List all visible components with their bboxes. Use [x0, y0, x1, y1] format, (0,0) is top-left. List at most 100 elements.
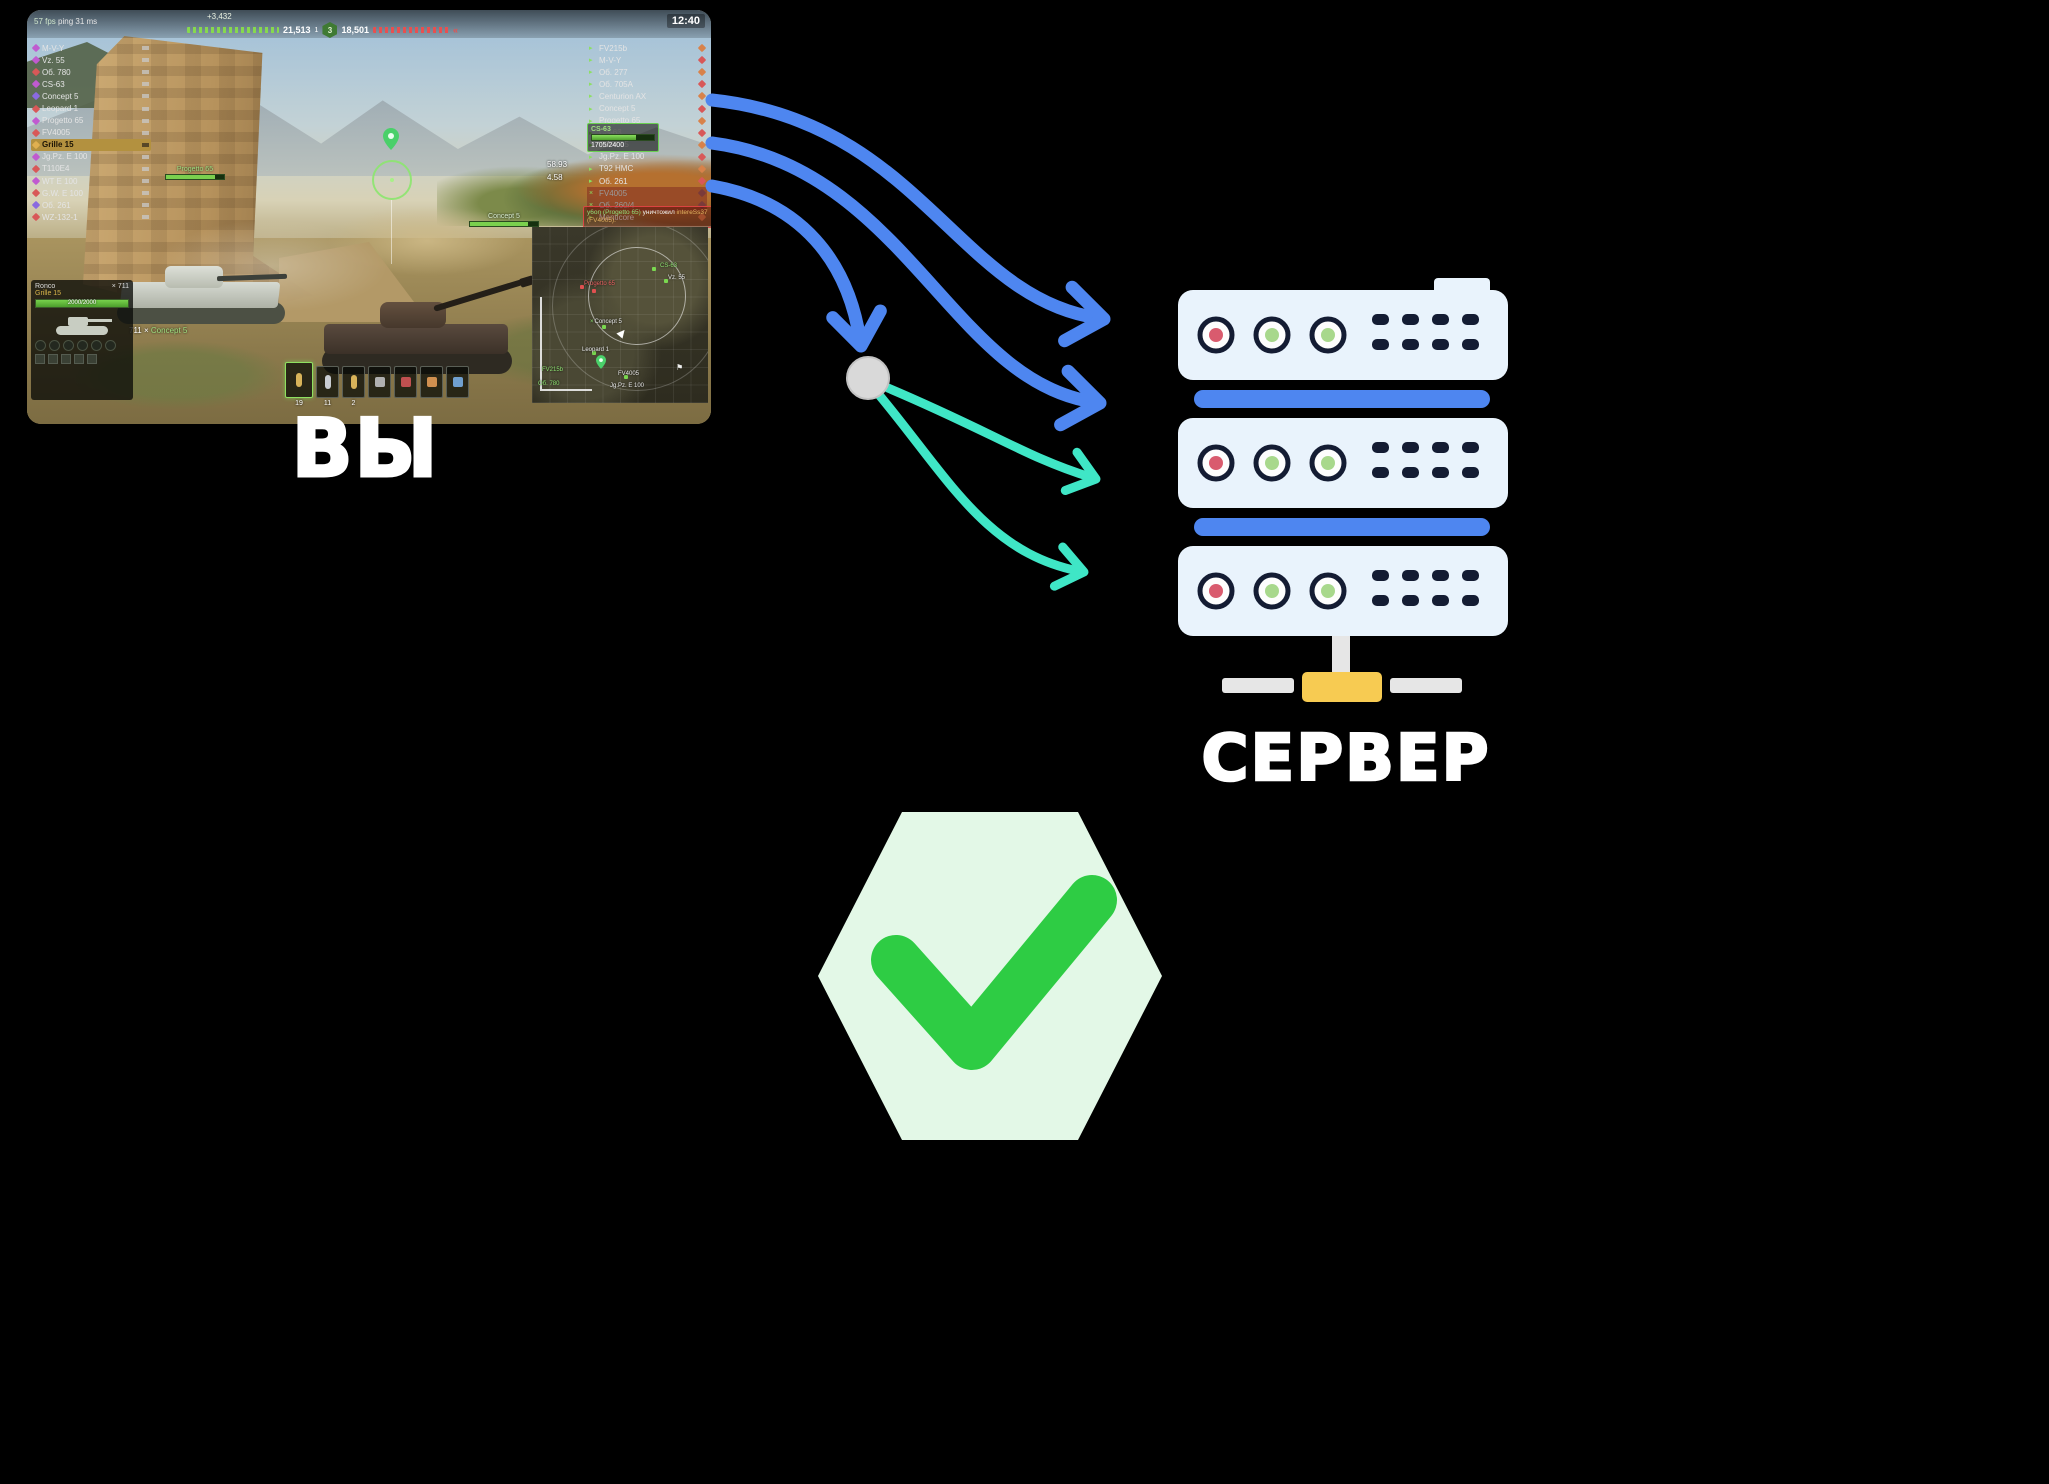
class-icon	[31, 188, 41, 198]
class-icon	[31, 164, 41, 174]
spotted-icon: ▸	[589, 153, 593, 161]
relay-node	[846, 356, 890, 400]
class-icon	[697, 188, 707, 198]
player-nickname: Ronco	[35, 283, 56, 290]
enemy-frag-ticks	[372, 27, 449, 33]
led-green	[1321, 584, 1335, 598]
hexagon-shape	[818, 812, 1162, 1140]
class-icon	[31, 104, 41, 113]
accent-bar-2	[1194, 518, 1490, 536]
ally-tank-light	[117, 258, 288, 324]
roster-row: ▸Concept 5	[587, 102, 707, 114]
spotted-icon: ▸	[589, 165, 593, 173]
roster-row: ▸T92 HMC	[587, 163, 707, 175]
check-icon	[871, 875, 1117, 1070]
player-vehicle: Grille 15	[35, 290, 62, 297]
spotted-icon: ▸	[589, 69, 593, 77]
roster-row: ▸Об. 261	[587, 175, 707, 187]
blue-arrow-2-head	[1054, 364, 1107, 432]
shell-icon	[324, 375, 331, 389]
roster-row: WT E 100	[31, 175, 151, 187]
class-icon	[697, 152, 707, 162]
roster-row-player: Grille 15	[31, 138, 151, 151]
aim-distance: 58.93	[547, 160, 568, 169]
minimap: CS-63 Vz. 55 Progetto 65 ×Concept 5 Leop…	[532, 227, 708, 403]
roster-row: ▸FV215b	[587, 42, 707, 54]
player-tank	[322, 262, 536, 374]
consumable-icon	[452, 377, 463, 387]
vehicle-type-icon	[142, 58, 149, 63]
view-range-circle	[588, 247, 686, 345]
class-icon	[31, 43, 41, 53]
class-icon	[31, 92, 41, 101]
roster-row: WZ-132-1	[31, 211, 151, 223]
class-icon	[697, 164, 707, 174]
ally-dot	[592, 351, 596, 355]
vehicle-type-icon	[142, 179, 149, 184]
ammo-slot: 11	[316, 366, 339, 407]
shell-icon	[350, 375, 357, 389]
roster-row-dead: ×FV4005	[587, 187, 707, 200]
vehicle-type-icon	[142, 166, 149, 171]
class-icon	[697, 104, 707, 113]
spotted-icon: ▸	[589, 93, 593, 101]
roster-row: ▸M-V-Y	[587, 54, 707, 66]
blue-arrow-3	[705, 179, 867, 347]
tank-silhouette-icon	[56, 317, 112, 335]
vent-dots	[1372, 570, 1479, 606]
vehicle-type-icon	[142, 82, 149, 87]
aim-line	[391, 200, 392, 264]
fps-value: 57 fps	[34, 17, 56, 26]
player-hp-bar: 2000/2000	[35, 299, 129, 308]
spotted-icon: ▸	[589, 105, 593, 113]
minimap-pin-icon	[596, 355, 606, 369]
roster-row: M-V-Y	[31, 42, 151, 54]
class-icon	[697, 43, 707, 53]
class-icon	[31, 176, 41, 186]
roster-row: ▸Centurion AX	[587, 90, 707, 102]
target-marker: Concept 5	[469, 213, 539, 227]
class-icon	[31, 140, 41, 150]
spotted-icon: ▸	[589, 117, 593, 125]
roster-row: ▸Manticore	[587, 211, 707, 223]
roster-row: ▸Jg.Pz. E 100	[587, 151, 707, 163]
class-icon	[31, 80, 41, 89]
target-hp-bar	[591, 134, 655, 141]
ally-hp-bar	[165, 174, 225, 180]
kill-feed: y6on (Progetto 65) уничтожил intereSs37 …	[583, 206, 711, 229]
vehicle-type-icon	[142, 94, 149, 99]
led-green	[1265, 328, 1279, 342]
connector-hub	[1302, 672, 1382, 702]
teal-arrow-2-head	[1049, 542, 1089, 591]
blue-arrow-1	[705, 93, 1105, 325]
target-name: CS-63	[591, 126, 611, 133]
vehicle-type-icon	[142, 118, 149, 123]
server-unit-2	[1178, 418, 1508, 508]
base-flag-icon: ⚑	[676, 363, 684, 372]
blue-arrow-2	[705, 136, 1101, 409]
enemy-dot	[592, 289, 596, 293]
target-hp-bar	[469, 221, 539, 227]
enemy-dot	[580, 285, 584, 289]
connector-stem	[1332, 636, 1350, 676]
led-green	[1265, 584, 1279, 598]
hud-top-bar: 57 fps ping 31 ms +3,432 21,513 1 3 18,5…	[27, 10, 711, 38]
roster-enemy: ▸FV215b ▸M-V-Y ▸Об. 277 ▸Об. 705A ▸Centu…	[587, 42, 707, 223]
server-unit-1	[1178, 290, 1508, 380]
target-info-panel: CS-63 1705/2400	[587, 123, 659, 152]
vent-dots	[1372, 314, 1479, 350]
consumable-slot	[368, 366, 391, 398]
led-red	[1209, 584, 1223, 598]
class-icon	[31, 128, 41, 137]
game-screenshot: 57 fps ping 31 ms +3,432 21,513 1 3 18,5…	[27, 10, 711, 424]
check-hexagon	[818, 812, 1162, 1140]
roster-row: CS-63	[31, 78, 151, 90]
class-icon	[697, 80, 707, 89]
target-hp-value: 1705/2400	[591, 142, 625, 149]
spotted-icon: ×	[589, 189, 594, 197]
roster-row: ▸Об. 705A	[587, 78, 707, 90]
vehicle-type-icon	[142, 130, 149, 135]
vehicle-type-icon	[142, 154, 149, 159]
damage-counter: × 711	[111, 283, 129, 290]
tier-badge: 3	[322, 22, 338, 38]
